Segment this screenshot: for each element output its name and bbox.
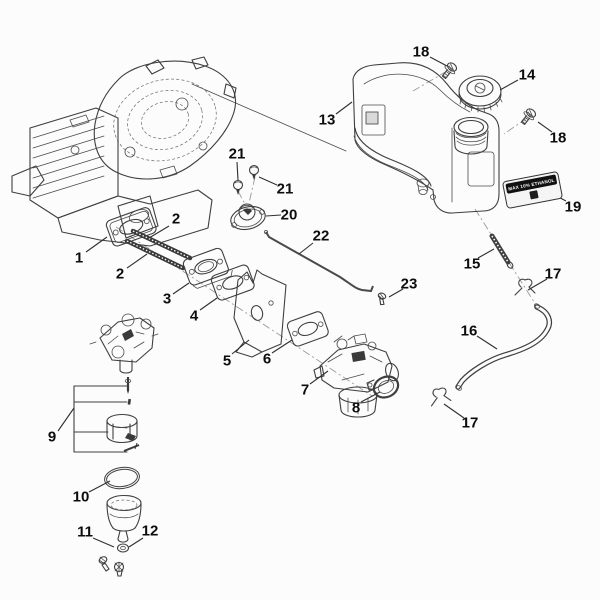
studs-part-2 xyxy=(124,228,193,271)
bowl-gasket-part-10 xyxy=(104,466,140,490)
leader-line-4 xyxy=(199,297,218,311)
leader-line-5 xyxy=(231,339,250,355)
leader-line-17 xyxy=(527,278,548,291)
primer-bulb-part-8 xyxy=(366,375,400,399)
intake-elbow-part-20 xyxy=(230,203,266,231)
leader-line-16 xyxy=(476,335,498,350)
leader-line-21 xyxy=(258,176,278,186)
leader-line-17 xyxy=(443,403,465,419)
fuel-hose-part-16 xyxy=(455,303,552,391)
leader-line-7 xyxy=(309,370,329,385)
leader-line-11 xyxy=(92,537,115,548)
fuel-tank-part-13 xyxy=(352,62,500,214)
carburetor-small-view xyxy=(89,313,159,374)
screws-part-18 xyxy=(441,62,537,126)
leader-line-15 xyxy=(477,248,495,259)
leader-line-8 xyxy=(360,391,381,403)
insulator-part-3 xyxy=(182,247,233,289)
screw-part-23 xyxy=(377,292,387,306)
screws-part-21 xyxy=(232,164,260,195)
carburetor-part-7 xyxy=(313,333,399,418)
leader-line-14 xyxy=(499,79,519,91)
leader-line-22 xyxy=(298,242,314,255)
leader-line-2 xyxy=(126,253,148,269)
leader-line-13 xyxy=(335,101,353,115)
fuel-pickup-part-15 xyxy=(489,233,514,269)
leader-line-2 xyxy=(148,225,170,239)
hose-clips-part-17 xyxy=(430,278,536,407)
leader-line-23 xyxy=(388,288,404,298)
leader-line-20 xyxy=(265,214,282,217)
leader-line-6 xyxy=(271,339,293,354)
gasket-part-4 xyxy=(210,264,255,301)
leader-line-10 xyxy=(88,480,111,493)
leader-line-9 xyxy=(57,407,75,432)
fuel-warning-icon xyxy=(528,190,539,200)
leader-line-12 xyxy=(128,537,144,548)
leader-line-21 xyxy=(236,161,239,181)
leader-line-1 xyxy=(85,236,108,253)
leader-line-18 xyxy=(429,56,448,67)
fuel-bowl xyxy=(106,494,142,543)
fuel-cap-part-14 xyxy=(458,75,503,113)
association-line xyxy=(191,83,347,152)
throttle-rod-part-22 xyxy=(263,229,374,293)
gasket-part-6 xyxy=(286,311,329,347)
leader-line-18 xyxy=(537,121,553,133)
leader-line-3 xyxy=(172,282,190,295)
washer-part-12 xyxy=(116,543,130,553)
bowl-screw-part-11 xyxy=(98,556,110,572)
engine-assembly xyxy=(11,56,237,247)
repair-kit-part-9 xyxy=(73,377,140,453)
drain-screw xyxy=(113,561,125,577)
